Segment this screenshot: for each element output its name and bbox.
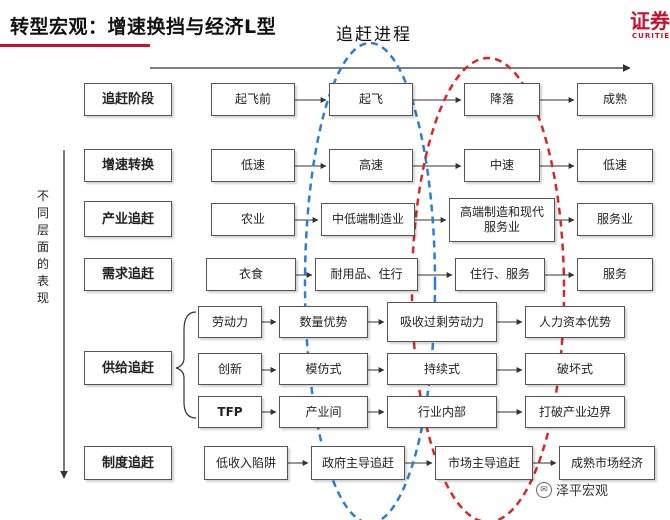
supply-labor-cell-3: 人力资本优势 [525,306,625,338]
supply-innovation-cell-2: 持续式 [387,353,497,385]
logo-main-text: 证券 [630,9,670,33]
supply-tfp-cell-2: 行业内部 [387,396,497,428]
brand-logo: 证券 CURITIE [630,10,670,40]
supply-driver-labor: 劳动力 [198,306,262,338]
industry-cell-2: 中低端制造业 [321,203,415,236]
institution-cell-3: 市场主导追赶 [435,446,533,480]
supply-labor-cell-2: 吸收过剩劳动力 [387,302,497,342]
progress-label: 追赶进程 [336,25,412,45]
row-label-growth: 增速转换 [84,149,172,182]
supply-labor-cell-1: 数量优势 [279,306,368,338]
industry-cell-4: 服务业 [577,203,653,236]
title-underline [0,44,150,47]
red-dashed-ellipse [410,56,566,520]
demand-cell-2: 耐用品、住行 [315,258,418,291]
supply-innovation-cell-1: 模仿式 [279,353,368,385]
row-label-demand: 需求追赶 [84,258,172,291]
page-title: 转型宏观：增速换挡与经济L型 [10,16,277,38]
row-label-stage: 追赶阶段 [84,83,172,116]
demand-cell-3: 住行、服务 [455,258,545,291]
blue-dashed-ellipse [303,41,437,520]
institution-cell-1: 低收入陷阱 [204,446,288,480]
demand-cell-4: 服务 [577,258,653,291]
watermark: ✉ 泽平宏观 [535,480,608,499]
demand-cell-1: 衣食 [206,258,296,291]
logo-sub-text: CURITIE [632,32,670,40]
stage-cell-2: 起飞 [329,83,413,116]
growth-cell-2: 高速 [329,149,413,182]
institution-cell-4: 成熟市场经济 [559,446,655,480]
growth-cell-3: 中速 [464,149,540,182]
vertical-label: 不 同 层 面 的 表 现 [36,189,49,305]
stage-cell-3: 降落 [464,83,540,116]
industry-cell-3: 高端制造和现代服务业 [449,198,555,242]
row-label-industry: 产业追赶 [84,201,172,237]
supply-tfp-cell-3: 打破产业边界 [525,396,625,428]
supply-innovation-cell-3: 破坏式 [525,353,625,385]
supply-brace [175,311,197,419]
wechat-icon: ✉ [535,481,552,498]
row-arrows [262,97,575,466]
growth-cell-4: 低速 [577,149,653,182]
stage-cell-1: 起飞前 [211,83,295,116]
stage-cell-4: 成熟 [577,83,653,116]
supply-driver-tfp: TFP [198,396,262,428]
supply-driver-innovation: 创新 [198,353,262,385]
industry-cell-1: 农业 [211,203,295,236]
growth-cell-1: 低速 [211,149,295,182]
institution-cell-2: 政府主导追赶 [311,446,405,480]
supply-tfp-cell-1: 产业间 [279,396,368,428]
row-label-supply: 供给追赶 [84,351,172,385]
row-label-institution: 制度追赶 [84,446,172,480]
watermark-text: 泽平宏观 [555,484,608,499]
